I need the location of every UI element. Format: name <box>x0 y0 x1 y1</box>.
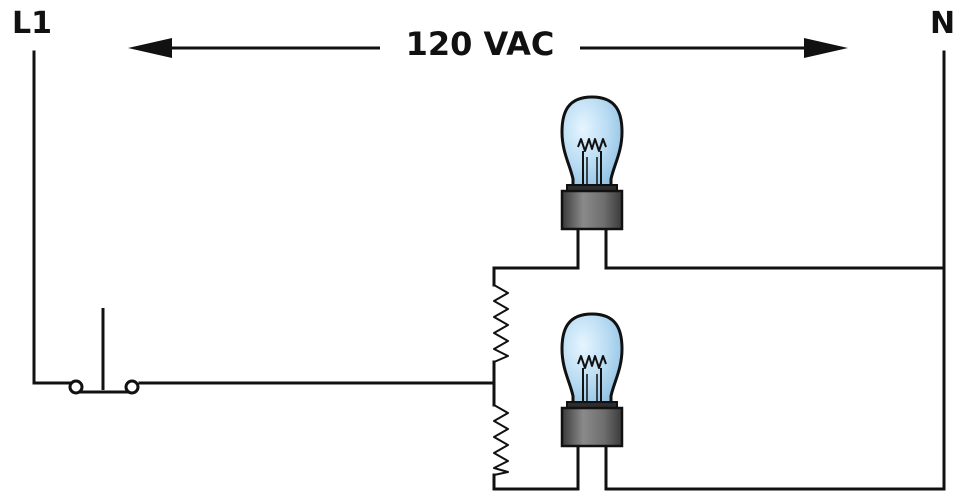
resistor-icon <box>493 284 509 363</box>
neutral-label: N <box>930 6 956 41</box>
wiring <box>32 50 946 491</box>
line-label: L1 <box>12 6 52 41</box>
resistor-icon <box>493 404 509 476</box>
light-bulb-icon <box>560 312 624 448</box>
light-bulb-icon <box>560 95 624 231</box>
voltage-arrow <box>128 38 848 58</box>
pushbutton-switch-icon <box>68 308 140 395</box>
voltage-label: 120 VAC <box>380 28 580 60</box>
